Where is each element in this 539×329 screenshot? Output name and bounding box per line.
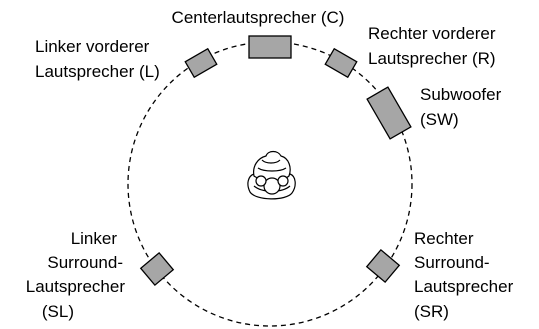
label-front-left-2: Lautsprecher (L) (35, 62, 160, 81)
label-surround-right-1: Rechter (414, 229, 474, 248)
center-speaker (248, 35, 292, 59)
label-subwoofer-2: (SW) (420, 110, 459, 129)
front-left-speaker (184, 47, 218, 79)
label-surround-left-3: Lautsprecher (26, 277, 126, 296)
label-front-right-1: Rechter vorderer (368, 24, 496, 43)
label-front-left-1: Linker vorderer (35, 37, 150, 56)
surround-left-speaker (139, 251, 175, 287)
subwoofer-speaker (366, 86, 412, 140)
label-subwoofer-1: Subwoofer (420, 85, 502, 104)
label-center: Centerlautsprecher (C) (172, 8, 345, 27)
label-surround-right-4: (SR) (414, 302, 449, 321)
label-surround-left-2: Surround- (47, 253, 123, 272)
front-right-speaker (324, 47, 358, 79)
surround-right-speaker (365, 248, 401, 284)
label-surround-left-4: (SL) (42, 302, 74, 321)
label-front-right-2: Lautsprecher (R) (368, 49, 496, 68)
label-surround-right-3: Lautsprecher (414, 277, 514, 296)
listener-icon (247, 150, 296, 200)
label-surround-right-2: Surround- (414, 253, 490, 272)
label-surround-left-1: Linker (71, 229, 118, 248)
